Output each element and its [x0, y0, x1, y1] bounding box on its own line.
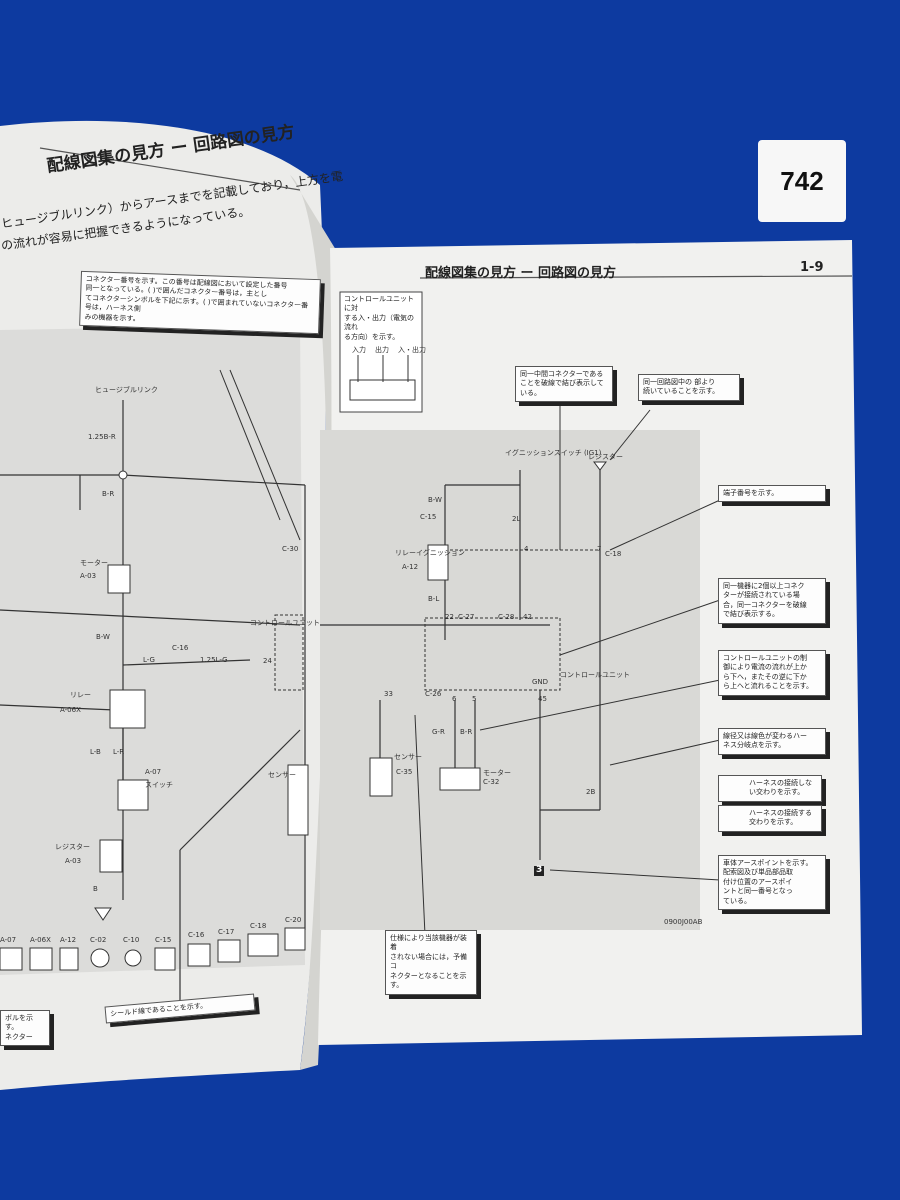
- right-label-ignition-switch: イグニッションスイッチ (IG1): [505, 449, 602, 457]
- right-label-pin-7: 7: [597, 545, 602, 553]
- left-label-resistor: レジスター: [55, 843, 90, 851]
- callout-branch-point: 線径又は線色が変わるハー ネス分岐点を示す。: [718, 728, 826, 755]
- left-label-1-25l-g: 1.25L-G: [200, 656, 228, 664]
- right-label-pin-5: 5: [472, 695, 477, 703]
- callout-bottom-left: ボルを示す。 ネクター: [0, 1010, 50, 1047]
- left-label-l-r: L-R: [113, 748, 125, 756]
- right-label-c-18: C-18: [605, 550, 622, 558]
- conn-label-c-15: C-15: [155, 936, 172, 944]
- right-label-gnd: GND: [532, 678, 549, 686]
- right-label-c-35: C-35: [396, 768, 413, 776]
- callout-not-equipped: 仕様により当該機器が装着 されない場合には，予備コ ネクターとなることを示す。: [385, 930, 477, 995]
- right-page-header: 配線図集の見方 ー 回路図の見方: [425, 266, 617, 281]
- left-label-l-b: L-B: [90, 748, 101, 756]
- left-label-b: B: [93, 885, 98, 893]
- right-label-42: 42: [523, 613, 532, 621]
- callout-current-direction: コントロールユニットの制 御により電流の流れが上か ら下へ，またその逆に下か ら…: [718, 650, 826, 696]
- left-label-b-r: B-R: [102, 490, 115, 498]
- callout-continuing: 同一回路図中の 部より 続いていることを示す。: [638, 374, 740, 401]
- left-label-c-16: C-16: [172, 644, 189, 652]
- callout-same-connector: 同一中間コネクターである ことを破線で結び表示して いる。: [515, 366, 613, 403]
- conn-label-a-12: A-12: [60, 936, 77, 944]
- callout-ground-point: 車体アースポイントを示す。 配索図及び単品部品取 付け位置のアースポイ ントと同…: [718, 855, 826, 911]
- right-label-c-15: C-15: [420, 513, 437, 521]
- conn-label-c-18: C-18: [250, 922, 267, 930]
- left-label-motor: モーター: [80, 559, 108, 567]
- left-label-relay: リレー: [70, 691, 91, 699]
- right-label-c-26: C-26: [425, 690, 442, 698]
- right-label-22: 22: [445, 613, 454, 621]
- left-label-24: 24: [263, 657, 272, 665]
- right-page-number: 1-9: [800, 260, 824, 275]
- left-label-a-06x: A-06X: [60, 706, 81, 714]
- right-label-a-12: A-12: [402, 563, 419, 571]
- callout-harness-connect: ハーネスの接続する 交わりを示す。: [718, 805, 822, 832]
- right-label-control-unit: コントロールユニット: [560, 671, 630, 679]
- left-label-a-07: A-07: [145, 768, 162, 776]
- right-label-b-w: B-W: [428, 496, 442, 504]
- right-label-sensor: センサー: [394, 753, 422, 761]
- io-label-output: 出力: [375, 346, 389, 354]
- callout-terminal-number: 端子番号を示す。: [718, 485, 826, 503]
- right-label-b-l: B-L: [428, 595, 440, 603]
- right-label-resistor: レジスター: [588, 453, 623, 461]
- callout-connector-number: コネクター番号を示す。この番号は配線図において設定した番号 同一となっている。(…: [79, 270, 321, 335]
- conn-label-c-20: C-20: [285, 916, 302, 924]
- conn-label-c-10: C-10: [123, 936, 140, 944]
- right-diagram-panel: [320, 430, 700, 930]
- listing-number-tag: 742: [758, 140, 846, 222]
- left-label-control-unit: コントロールユニット: [250, 619, 320, 627]
- left-label-l-g: L-G: [143, 656, 155, 664]
- conn-label-c-02: C-02: [90, 936, 107, 944]
- left-label-c-30: C-30: [282, 545, 299, 553]
- io-label-input-output: 入・出力: [398, 346, 426, 354]
- conn-label-c-16: C-16: [188, 931, 205, 939]
- right-label-c-28: C-28: [498, 613, 515, 621]
- left-label-fusible-link: ヒュージブルリンク: [95, 386, 158, 394]
- conn-label-a-07: A-07: [0, 936, 17, 944]
- left-label-sensor: センサー: [268, 771, 296, 779]
- left-label-1-25b-r: 1.25B-R: [88, 433, 116, 441]
- right-label-b-r: B-R: [460, 728, 473, 736]
- right-label-45: 45: [538, 695, 547, 703]
- right-diagram-code: 0900J00AB: [664, 918, 703, 926]
- right-label-pin-6: 6: [452, 695, 457, 703]
- conn-label-c-17: C-17: [218, 928, 235, 936]
- left-label-a-03-motor: A-03: [80, 572, 97, 580]
- right-label-motor: モーター: [483, 769, 511, 777]
- right-label-c-32: C-32: [483, 778, 500, 786]
- left-label-switch: スイッチ: [145, 781, 173, 789]
- left-diagram-panel: [0, 325, 305, 975]
- conn-label-a-06x: A-06X: [30, 936, 51, 944]
- callout-control-unit-io: コントロールユニットに対 する入・出力（電気の流れ る方向）を示す。: [344, 295, 414, 341]
- right-label-2l: 2L: [512, 515, 521, 523]
- callout-harness-no-connect: ハーネスの接続しな い交わりを示す。: [718, 775, 822, 802]
- left-label-a-03-resistor: A-03: [65, 857, 82, 865]
- right-label-ground-3: 3: [536, 865, 543, 875]
- left-label-b-w: B-W: [96, 633, 110, 641]
- callout-two-connectors: 同一機器に2個以上コネク ターが接続されている場 合，同一コネクターを破線 で結…: [718, 578, 826, 624]
- right-label-ignition-relay: リレーイグニッション: [395, 549, 465, 557]
- io-label-input: 入力: [352, 346, 366, 354]
- right-label-2b: 2B: [586, 788, 596, 796]
- right-label-pin-4: 4: [524, 545, 529, 553]
- right-label-g-r: G-R: [432, 728, 445, 736]
- right-label-c-27: C-27: [458, 613, 475, 621]
- right-label-33: 33: [384, 690, 393, 698]
